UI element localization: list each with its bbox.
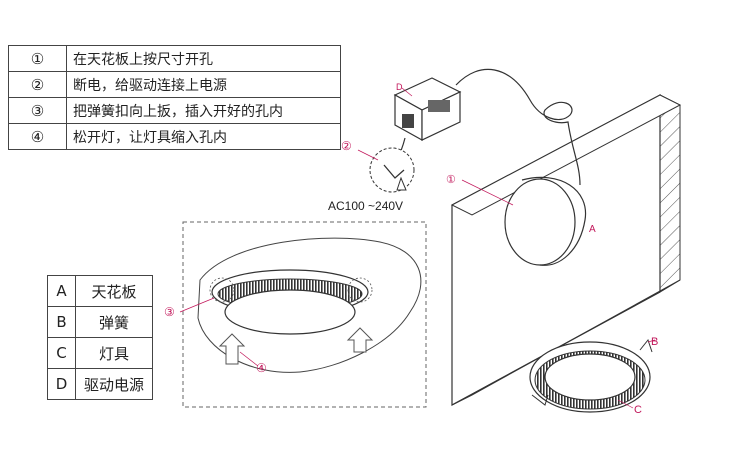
voltage-label: AC100 ~240V (328, 199, 403, 213)
legend-name: 天花板 (75, 275, 153, 307)
callout-a: A (589, 224, 596, 235)
callout-3: ③ (164, 305, 175, 319)
legend-row: D 驱动电源 (47, 368, 153, 400)
step-number: ① (8, 45, 67, 72)
connector-detail (369, 147, 415, 193)
enlarged-ceiling (197, 237, 422, 373)
step-number: ④ (8, 123, 67, 150)
callout-1: ① (446, 174, 456, 186)
callout-c: C (634, 404, 642, 416)
installation-steps-table: ① 在天花板上按尺寸开孔 ② 断电，给驱动连接上电源 ③ 把弹簧扣向上扳，插入开… (8, 45, 341, 150)
legend-key: A (47, 275, 76, 307)
step-row: ② 断电，给驱动连接上电源 (8, 71, 341, 98)
step-text: 断电，给驱动连接上电源 (66, 71, 341, 98)
step-text: 松开灯，让灯具缩入孔内 (66, 123, 341, 150)
step-row: ④ 松开灯，让灯具缩入孔内 (8, 123, 341, 150)
driver-power-supply (393, 77, 462, 163)
panel-light (529, 338, 653, 413)
step-text: 在天花板上按尺寸开孔 (66, 45, 341, 72)
callout-2: ② (341, 139, 352, 153)
legend-row: A 天花板 (47, 275, 153, 307)
step-row: ③ 把弹簧扣向上扳，插入开好的孔内 (8, 97, 341, 124)
callout-d: D (396, 82, 403, 92)
callout-4: ④ (256, 361, 267, 375)
legend-name: 驱动电源 (75, 368, 153, 400)
driver-cable (455, 68, 581, 186)
callout-b: B (651, 336, 658, 348)
legend-name: 灯具 (75, 337, 153, 369)
detail-box (182, 221, 427, 408)
legend-key: D (47, 368, 76, 400)
ceiling-hole (504, 176, 587, 266)
step-text: 把弹簧扣向上扳，插入开好的孔内 (66, 97, 341, 124)
parts-legend-table: A 天花板 B 弹簧 C 灯具 D 驱动电源 (47, 275, 153, 400)
step-row: ① 在天花板上按尺寸开孔 (8, 45, 341, 72)
